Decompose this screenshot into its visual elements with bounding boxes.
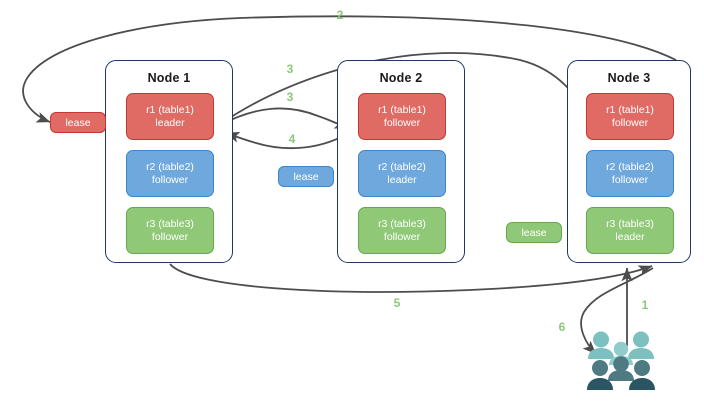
replica-role: follower (383, 116, 421, 129)
replica-name: r2 (table2) (606, 161, 654, 173)
clients-group-icon (587, 331, 655, 390)
replica-role: leader (615, 230, 645, 243)
replica-role: follower (383, 230, 421, 243)
replica-n2-r2[interactable]: r2 (table2) leader (358, 150, 446, 197)
replica-n2-r1[interactable]: r1 (table1) follower (358, 93, 446, 140)
step-label-5: 5 (393, 296, 401, 310)
replica-name: r2 (table2) (378, 161, 426, 173)
replica-name: r1 (table1) (606, 104, 654, 116)
step-label-4: 4 (288, 132, 296, 146)
replica-n1-r2[interactable]: r2 (table2) follower (126, 150, 214, 197)
replica-name: r3 (table3) (606, 218, 654, 230)
step-label-3-node2: 3 (286, 90, 294, 104)
node-title-node2: Node 2 (379, 71, 423, 85)
replica-n3-r2[interactable]: r2 (table2) follower (586, 150, 674, 197)
replica-n1-r3[interactable]: r3 (table3) follower (126, 207, 214, 254)
replica-role: follower (151, 230, 189, 243)
replica-name: r3 (table3) (146, 218, 194, 230)
step-label-6: 6 (558, 320, 566, 334)
replica-n2-r3[interactable]: r3 (table3) follower (358, 207, 446, 254)
replica-role: follower (611, 116, 649, 129)
step-label-1: 1 (641, 298, 649, 312)
arrow-step-5 (169, 263, 653, 293)
step-label-3-node3: 3 (286, 62, 294, 76)
replica-n1-r1[interactable]: r1 (table1) leader (126, 93, 214, 140)
replica-name: r3 (table3) (378, 218, 426, 230)
arrow-step-3-node2 (221, 107, 349, 129)
node-title-node1: Node 1 (147, 71, 191, 85)
lease-badge-r3[interactable]: lease (506, 222, 562, 243)
replica-name: r2 (table2) (146, 161, 194, 173)
node-box-node2[interactable]: Node 2 r1 (table1) follower r2 (table2) … (337, 60, 465, 263)
node-box-node3[interactable]: Node 3 r1 (table1) follower r2 (table2) … (567, 60, 691, 263)
replica-name: r1 (table1) (146, 104, 194, 116)
replica-role: leader (155, 116, 185, 129)
replica-role: follower (151, 173, 189, 186)
replica-n3-r1[interactable]: r1 (table1) follower (586, 93, 674, 140)
replica-role: follower (611, 173, 649, 186)
lease-badge-r1[interactable]: lease (50, 112, 106, 133)
replica-role: leader (387, 173, 417, 186)
lease-badge-r2[interactable]: lease (278, 166, 334, 187)
node-box-node1[interactable]: Node 1 r1 (table1) leader r2 (table2) fo… (105, 60, 233, 263)
node-title-node3: Node 3 (607, 71, 651, 85)
step-label-2: 2 (336, 8, 344, 22)
replica-name: r1 (table1) (378, 104, 426, 116)
replica-n3-r3[interactable]: r3 (table3) leader (586, 207, 674, 254)
